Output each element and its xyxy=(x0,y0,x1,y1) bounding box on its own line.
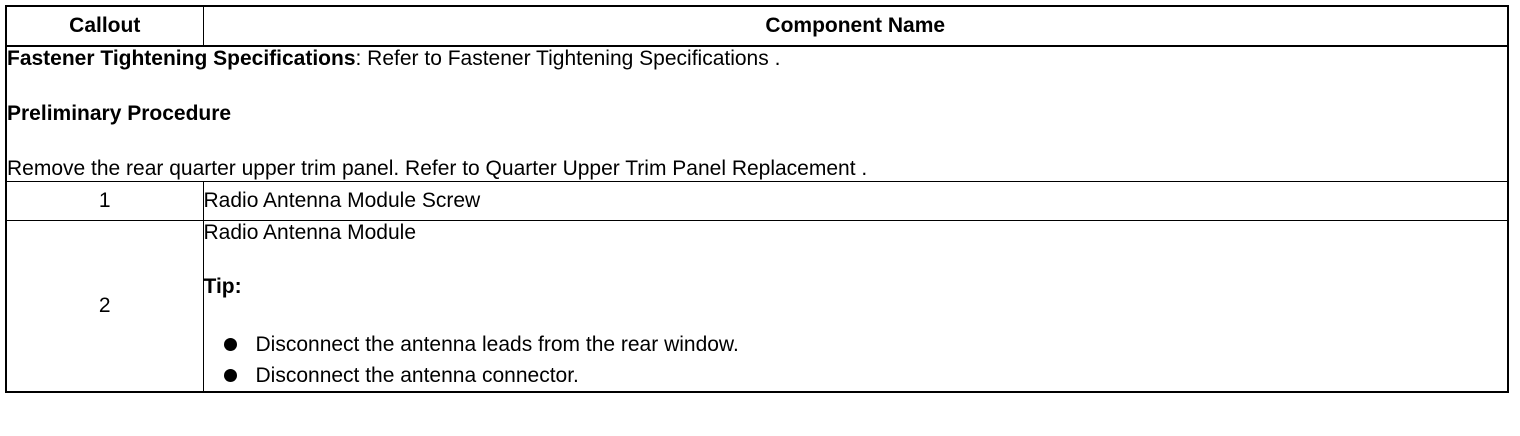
table-row: 1 Radio Antenna Module Screw xyxy=(5,181,1509,221)
list-item: Disconnect the antenna connector. xyxy=(222,360,1508,391)
callout-cell: 2 xyxy=(5,220,204,393)
tip-list: Disconnect the antenna leads from the re… xyxy=(204,329,1508,391)
tip-label: Tip: xyxy=(203,275,242,298)
bullet-icon xyxy=(223,338,237,351)
bullet-icon xyxy=(223,369,237,382)
table-header-row: Callout Component Name xyxy=(5,5,1509,47)
tip-text: Disconnect the antenna leads from the re… xyxy=(255,333,739,356)
preliminary-procedure-text: Remove the rear quarter upper trim panel… xyxy=(7,157,868,180)
fastener-spec-line: Fastener Tightening Specifications: Refe… xyxy=(7,47,1507,71)
fastener-spec-label: Fastener Tightening Specifications xyxy=(7,47,356,70)
component-name-cell: Radio Antenna Module Tip: Disconnect the… xyxy=(202,220,1509,393)
table-row: 2 Radio Antenna Module Tip: Disconnect t… xyxy=(5,220,1509,393)
fastener-spec-text: : Refer to Fastener Tightening Specifica… xyxy=(355,47,781,70)
callout-cell: 1 xyxy=(5,181,204,221)
list-item: Disconnect the antenna leads from the re… xyxy=(222,329,1508,360)
callout-column-header: Callout xyxy=(5,5,204,47)
component-table: Callout Component Name Fastener Tighteni… xyxy=(5,5,1509,393)
component-name: Radio Antenna Module xyxy=(203,221,417,244)
preliminary-procedure-heading: Preliminary Procedure xyxy=(7,102,232,125)
info-cell: Fastener Tightening Specifications: Refe… xyxy=(5,45,1509,182)
tip-text: Disconnect the antenna connector. xyxy=(255,364,579,387)
component-name-cell: Radio Antenna Module Screw xyxy=(202,181,1509,221)
info-row: Fastener Tightening Specifications: Refe… xyxy=(5,45,1509,182)
component-name-column-header: Component Name xyxy=(202,5,1509,47)
